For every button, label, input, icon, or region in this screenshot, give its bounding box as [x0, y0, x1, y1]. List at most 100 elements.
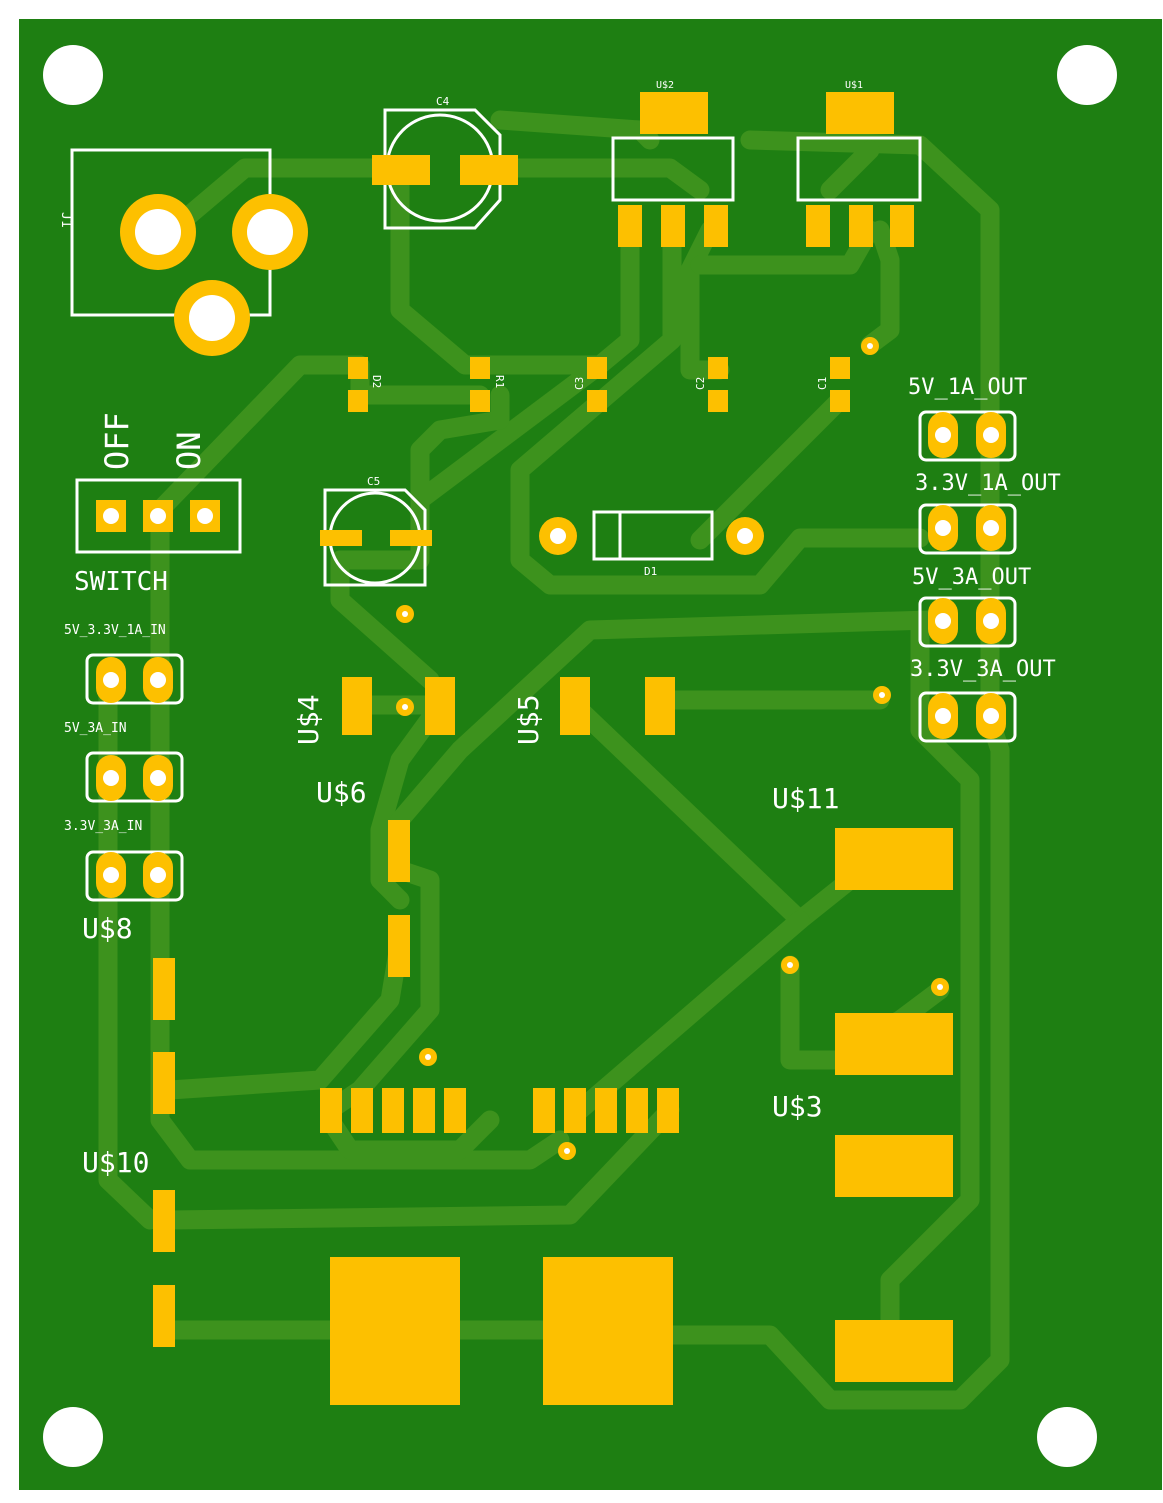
trace-u2-gnd-c3	[590, 220, 640, 375]
u10-label: U$10	[82, 1146, 149, 1179]
inductor-pad-2	[543, 1257, 673, 1405]
u1-outline	[796, 136, 922, 202]
header-out-2-outline	[918, 503, 1017, 555]
trace-u1-via	[860, 220, 900, 355]
trace-ic-u10	[160, 1100, 680, 1230]
d2-pad-2	[348, 390, 368, 412]
out-pad-bottom	[835, 1320, 953, 1382]
ic-pin-1	[320, 1088, 342, 1133]
trace-out-bottom	[590, 710, 1010, 1410]
u10-pad-2	[153, 1285, 175, 1347]
switch-outline	[75, 478, 242, 554]
trace-c3-diag	[410, 355, 610, 510]
trace-jack-c4	[150, 158, 410, 250]
mounting-holes	[43, 45, 1117, 1467]
u5-label: U$5	[512, 694, 545, 745]
ic-pin-3	[382, 1088, 404, 1133]
u4-label: U$4	[292, 694, 325, 745]
u8-pad-1	[153, 958, 175, 1020]
trace-left-bus	[98, 670, 160, 1230]
u3-label: U$3	[772, 1090, 823, 1123]
ic-pin-6	[533, 1088, 555, 1133]
c4-outline	[383, 108, 502, 230]
c4-label: C4	[436, 95, 450, 108]
u2-pin-3	[704, 205, 728, 247]
u2-pin-2	[661, 205, 685, 247]
d1-label: D1	[644, 565, 657, 578]
ic-pin-10	[657, 1088, 679, 1133]
c5-outline	[323, 488, 427, 587]
c2-pad-2	[708, 390, 728, 412]
trace-u6-ic	[320, 860, 440, 1120]
silkscreen-outlines	[70, 108, 1017, 902]
u3-pad-2	[835, 1135, 953, 1197]
d1-outline	[592, 510, 714, 561]
r1-label: R1	[493, 375, 506, 388]
header-out-4-outline	[918, 691, 1017, 743]
r1-pad-2	[470, 390, 490, 412]
u5-pad-2	[645, 677, 675, 735]
trace-switch-bus	[150, 505, 570, 1170]
u6-pad-1	[388, 820, 410, 882]
u11-pad	[835, 828, 953, 890]
d2-label: D2	[370, 375, 383, 388]
c1-label: C1	[816, 377, 829, 390]
trace-u1-out	[740, 130, 1000, 730]
c3-pad-2	[587, 390, 607, 412]
board-substrate	[19, 19, 1162, 1490]
u2-label: U$2	[656, 80, 674, 91]
c4-pad-1	[372, 155, 430, 185]
c4-pad-2	[460, 155, 518, 185]
out-3v3-3a-label: 3.3V_3A_OUT	[910, 657, 1056, 682]
trace-c4-u2	[480, 158, 710, 200]
inductor-pad-1	[330, 1257, 460, 1405]
trace-u1-in	[820, 140, 880, 200]
u1-pin-2	[849, 205, 873, 247]
ic-pin-2	[351, 1088, 373, 1133]
header-in-2-outline	[85, 751, 184, 803]
ic-pin-4	[413, 1088, 435, 1133]
ic-pin-7	[564, 1088, 586, 1133]
header-out-1-outline	[918, 410, 1017, 462]
c5-label: C5	[367, 475, 380, 488]
trace-u2-c2	[680, 220, 730, 380]
mount-hole-bottom-right	[1037, 1407, 1097, 1467]
out-5v-3a-label: 5V_3A_OUT	[912, 565, 1031, 590]
in-3v3-3a-label: 3.3V_3A_IN	[64, 819, 142, 834]
in-5v-3a-label: 5V_3A_IN	[64, 721, 127, 736]
u1-pin-3	[890, 205, 914, 247]
u4-pad-1	[342, 677, 372, 735]
c1-pad-2	[830, 390, 850, 412]
u1-tab	[826, 92, 894, 134]
header-in-1-outline	[85, 653, 184, 705]
trace-d2-switch	[150, 355, 370, 520]
ic-pin-8	[595, 1088, 617, 1133]
u3-pad-1	[835, 1013, 953, 1075]
c3-pad-1	[587, 357, 607, 379]
u2-outline	[611, 136, 735, 202]
header-out-3-outline	[918, 596, 1017, 648]
switch-label: SWITCH	[74, 567, 168, 597]
out-3v3-1a-label: 3.3V_1A_OUT	[915, 471, 1061, 496]
u6-pad-2	[388, 915, 410, 977]
u2-tab	[640, 92, 708, 134]
drill-holes	[103, 209, 999, 1154]
u11-label: U$11	[772, 782, 839, 815]
silkscreen-text: J1 OFF ON SWITCH 5V_3.3V_1A_IN 5V_3A_IN …	[58, 80, 1061, 1179]
u10-pad-1	[153, 1190, 175, 1252]
trace-ic-bridge	[320, 1110, 500, 1160]
c2-label: C2	[694, 377, 707, 390]
u8-label: U$8	[82, 912, 133, 945]
switch-on-label: ON	[170, 431, 208, 470]
u6-label: U$6	[316, 776, 367, 809]
ic-pin-5	[444, 1088, 466, 1133]
switch-off-label: OFF	[98, 412, 136, 470]
c5-pad-1	[320, 530, 362, 546]
trace-u6-out	[390, 610, 940, 830]
u1-pin-1	[806, 205, 830, 247]
trace-u4-u6	[370, 695, 450, 910]
j1-label: J1	[58, 212, 73, 228]
c3-label: C3	[573, 377, 586, 390]
u8-pad-2	[153, 1052, 175, 1114]
